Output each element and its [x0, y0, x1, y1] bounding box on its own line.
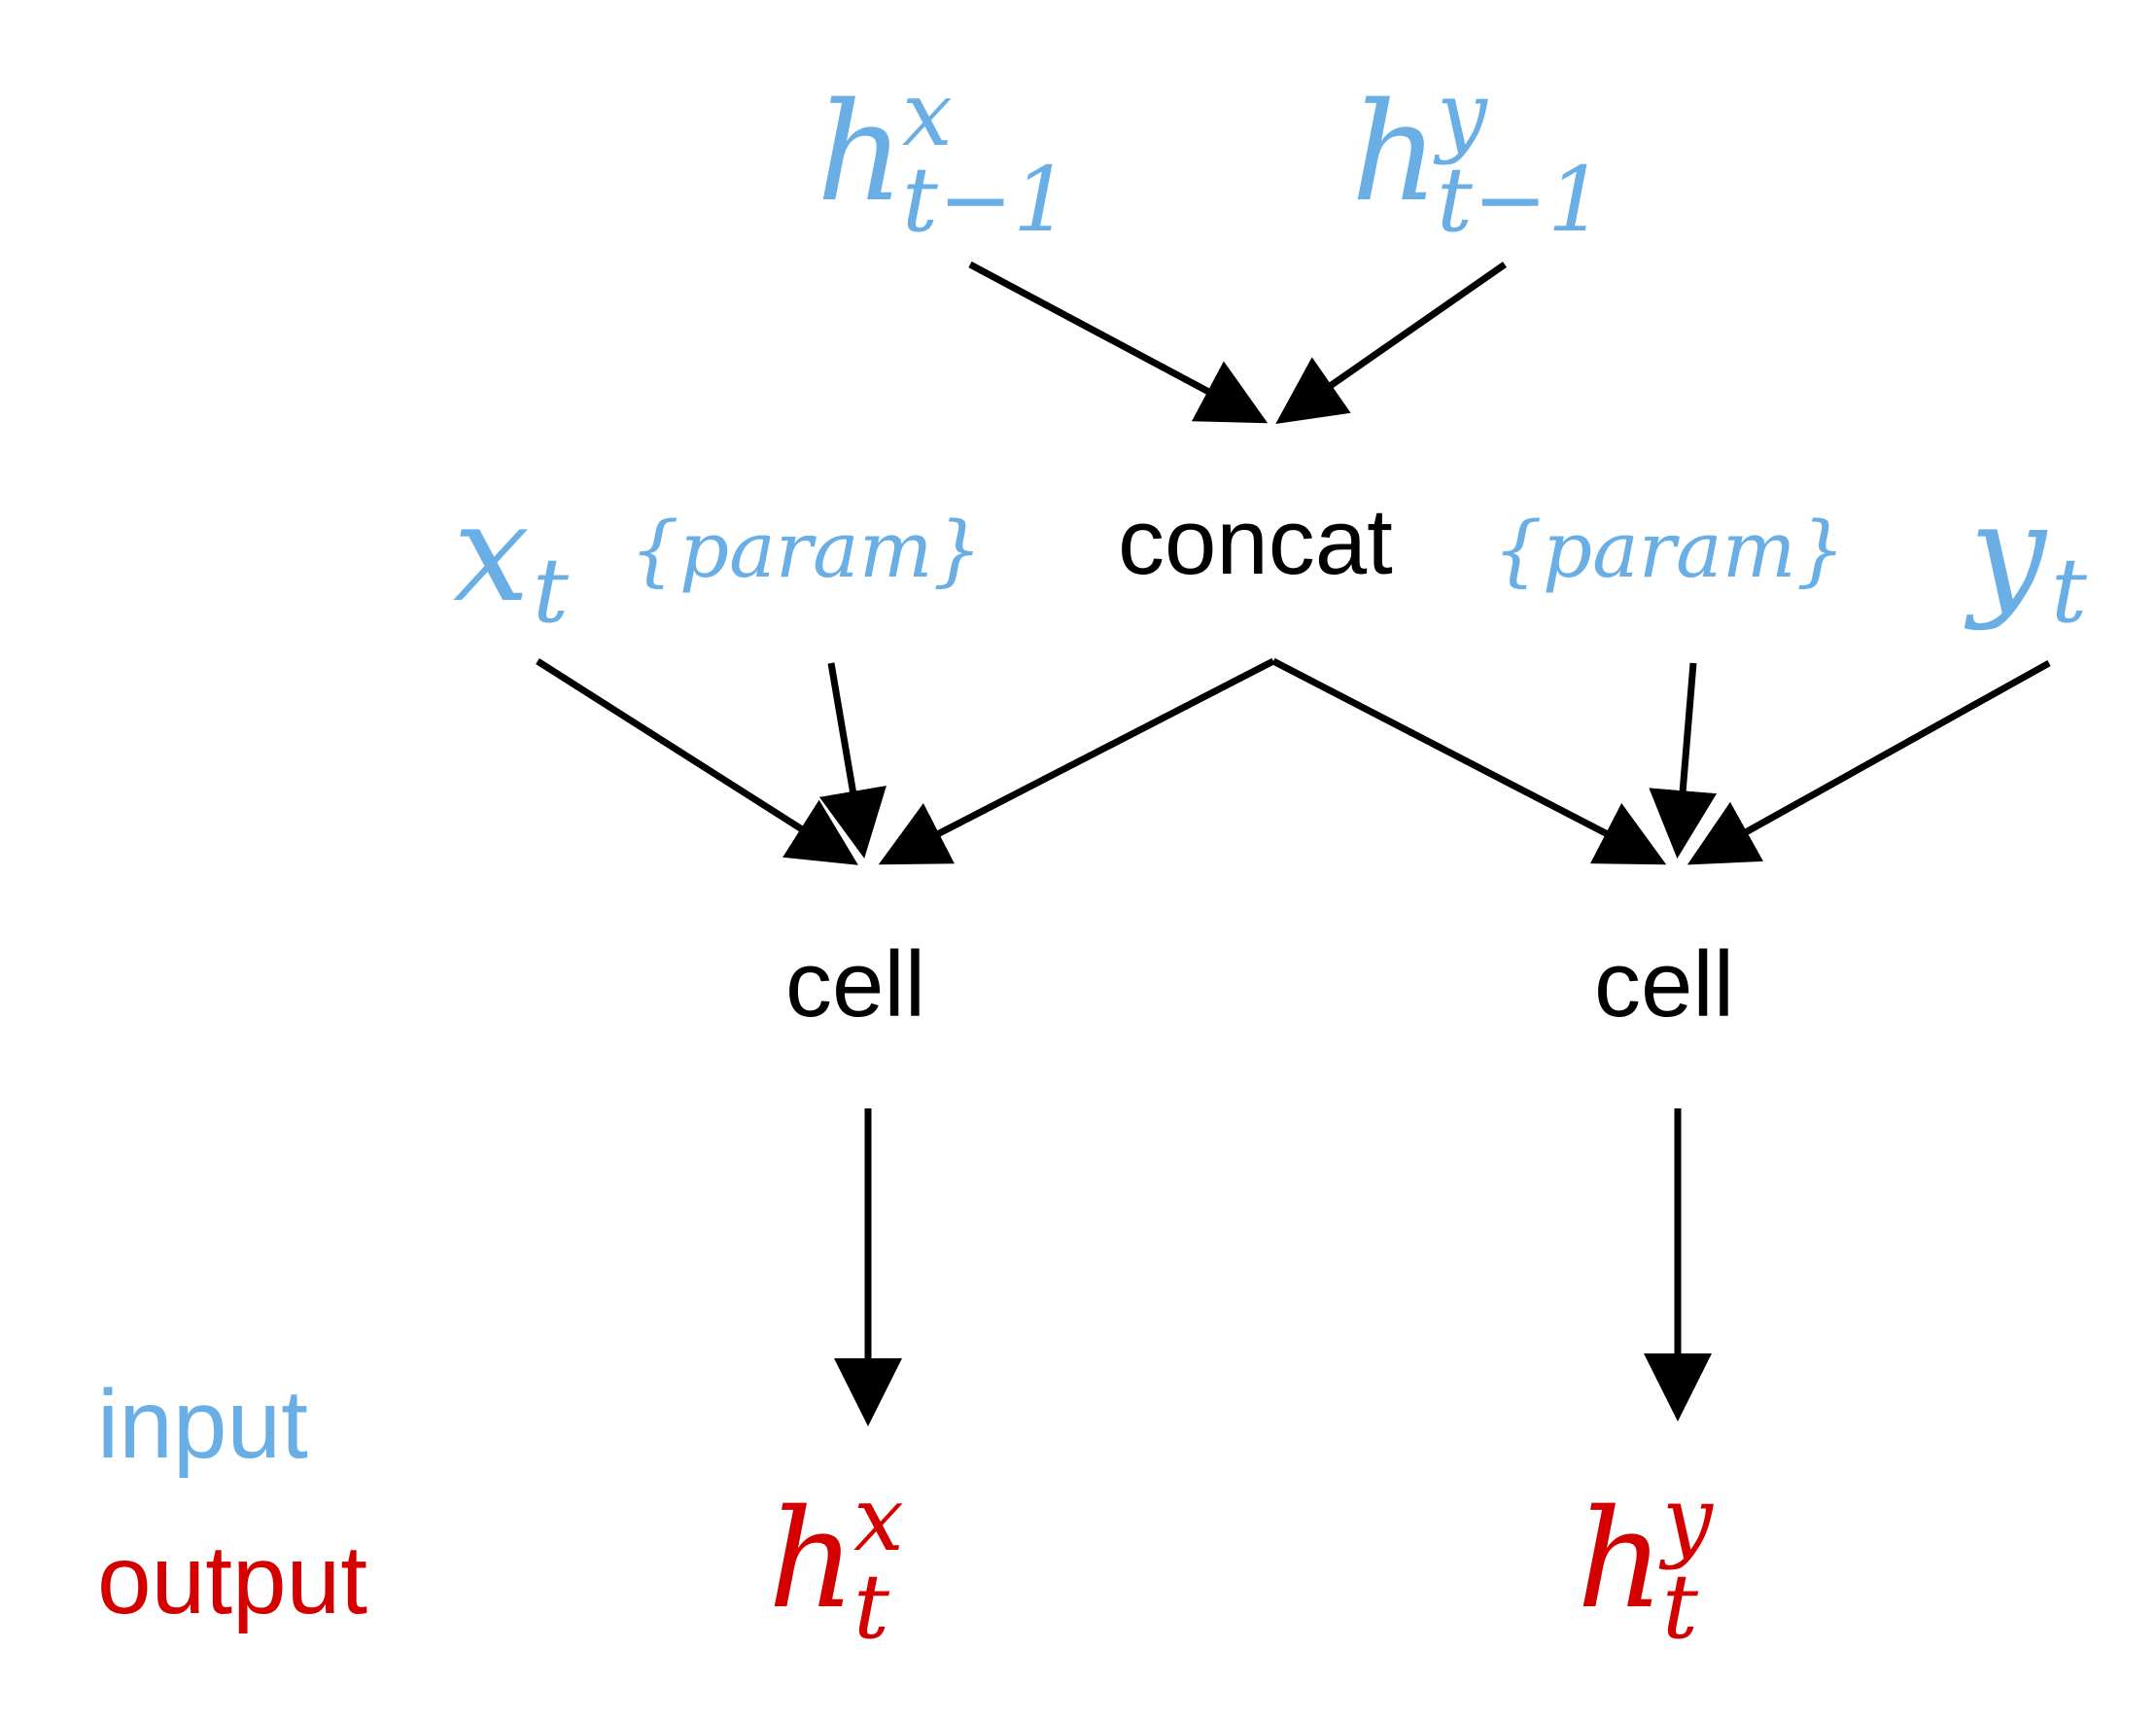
- edge-hprevx-to-concat: [968, 261, 1269, 424]
- node-h-prev-x-sup: x: [902, 62, 953, 166]
- node-h-prev-x-base: h: [817, 74, 905, 232]
- edge-param-right-to-cell-right: [1649, 662, 1718, 859]
- node-h-out-x-sub: t: [853, 1555, 889, 1659]
- node-x-t-sub: t: [533, 539, 569, 643]
- edge-param-left-to-cell-left: [818, 662, 887, 859]
- node-h-out-x-base: h: [768, 1481, 856, 1639]
- node-x-t: x t: [453, 486, 569, 636]
- node-h-out-y-sup: y: [1662, 1467, 1713, 1571]
- node-y-t-base: y: [1969, 474, 2047, 633]
- edge-yt-to-cell-right: [1687, 659, 2051, 865]
- node-x-t-base: x: [453, 474, 530, 633]
- node-h-prev-x-sub: t−1: [902, 148, 1070, 252]
- node-cell-right: cell: [1594, 932, 1735, 1036]
- node-h-out-y-sub: t: [1662, 1555, 1698, 1659]
- node-h-prev-y-sup: y: [1437, 62, 1487, 166]
- node-h-out-x-sup: x: [853, 1467, 904, 1571]
- node-param-right: {param}: [1493, 505, 1846, 595]
- node-h-prev-y-sub: t−1: [1437, 148, 1605, 252]
- legend-input: input: [97, 1370, 308, 1479]
- legend-output: output: [97, 1526, 368, 1634]
- node-h-prev-y: h y t−1: [1351, 70, 1605, 245]
- node-y-t-sub: t: [2051, 539, 2087, 643]
- edge-concat-to-cell-right: [1271, 657, 1667, 865]
- node-param-left: {param}: [630, 505, 983, 595]
- node-cell-left: cell: [785, 932, 926, 1036]
- edge-hprevy-to-concat: [1275, 262, 1507, 424]
- node-h-out-y: h y t: [1577, 1475, 1713, 1652]
- edge-xt-to-cell-left: [536, 658, 858, 865]
- node-h-out-x: h x t: [768, 1475, 904, 1652]
- node-y-t: y t: [1969, 486, 2087, 636]
- node-concat: concat: [1118, 490, 1393, 594]
- edge-concat-to-cell-left: [878, 657, 1275, 865]
- node-h-out-y-base: h: [1577, 1481, 1665, 1639]
- node-h-prev-x: h x t−1: [817, 70, 1070, 245]
- node-h-prev-y-base: h: [1351, 74, 1440, 232]
